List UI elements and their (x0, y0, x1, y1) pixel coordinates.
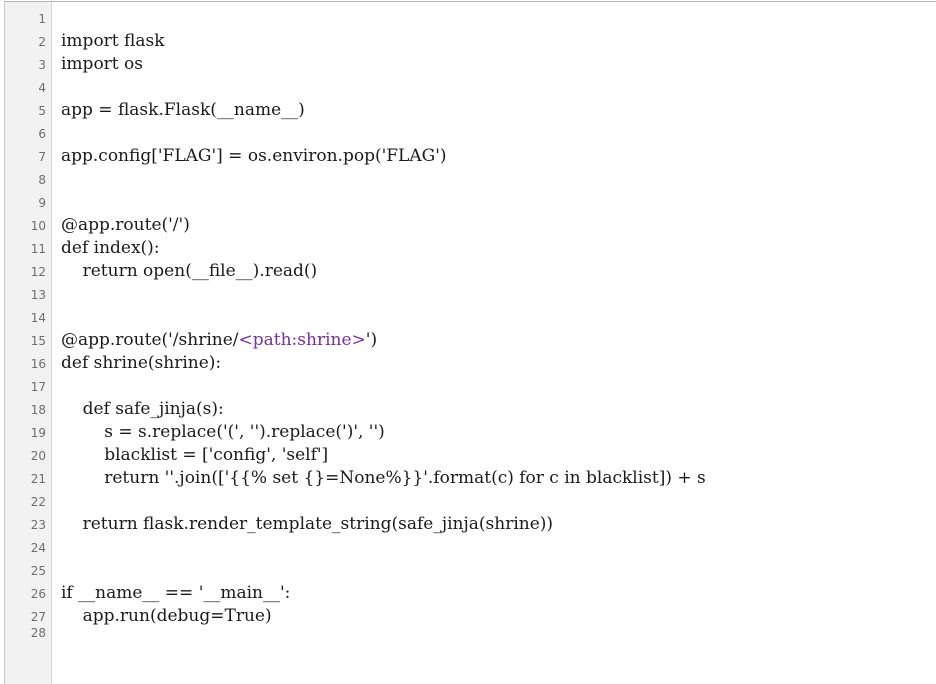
code-segment: s = s.replace('(', '').replace(')', '') (61, 422, 385, 442)
line-number: 18 (30, 403, 46, 417)
code-text: if __name__ == '__main__': (61, 582, 290, 605)
line-number: 16 (30, 357, 46, 371)
line-number: 6 (38, 127, 46, 141)
code-line: 13 (5, 283, 936, 306)
code-segment: @app.route('/shrine/ (61, 330, 239, 350)
code-line: 18 def safe_jinja(s): (5, 398, 936, 421)
code-text: s = s.replace('(', '').replace(')', '') (61, 421, 385, 444)
code-text: app = flask.Flask(__name__) (61, 99, 305, 122)
code-line: 9 (5, 191, 936, 214)
line-number: 1 (38, 12, 46, 26)
code-text: import os (61, 53, 143, 76)
code-segment: app = flask.Flask(__name__) (61, 100, 305, 120)
line-number: 9 (38, 196, 46, 210)
code-line: 11 def index(): (5, 237, 936, 260)
code-line: 7 app.config['FLAG'] = os.environ.pop('FL… (5, 145, 936, 168)
line-number: 28 (30, 626, 46, 640)
line-number: 12 (30, 265, 46, 279)
code-text: app.run(debug=True) (61, 605, 272, 628)
code-line: 6 (5, 122, 936, 145)
code-text: def shrine(shrine): (61, 352, 221, 375)
code-line: 1 (5, 7, 936, 30)
code-line: 19 s = s.replace('(', '').replace(')', '… (5, 421, 936, 444)
code-line: 27 app.run(debug=True) (5, 605, 936, 628)
route-variable-token: <path:shrine> (238, 330, 366, 350)
code-segment: def shrine(shrine): (61, 353, 222, 373)
code-line: 25 (5, 559, 936, 582)
code-line: 4 (5, 76, 936, 99)
code-segment: ') (365, 330, 378, 350)
code-text: def safe_jinja(s): (61, 398, 224, 421)
code-segment: def index(): (61, 238, 160, 258)
line-number: 5 (38, 104, 46, 118)
code-line: 15 @app.route('/shrine/<path:shrine>') (5, 329, 936, 352)
code-segment: def safe_jinja(s): (61, 399, 224, 419)
line-number: 27 (30, 610, 46, 624)
line-number: 3 (38, 58, 46, 72)
code-line: 23 return flask.render_template_string(s… (5, 513, 936, 536)
code-segment: if __name__ == '__main__': (61, 583, 291, 603)
code-segment: import os (61, 54, 143, 74)
line-number: 17 (30, 380, 46, 394)
line-number: 24 (30, 541, 46, 555)
code-line: 12 return open(__file__).read() (5, 260, 936, 283)
code-text: app.config['FLAG'] = os.environ.pop('FLA… (61, 145, 447, 168)
line-number: 25 (30, 564, 46, 578)
code-line: 8 (5, 168, 936, 191)
line-number: 4 (38, 81, 46, 95)
code-segment: return ''.join(['{{% set {}=None%}}'.for… (61, 468, 706, 488)
code-line: 16 def shrine(shrine): (5, 352, 936, 375)
line-number: 13 (30, 288, 46, 302)
code-line: 26 if __name__ == '__main__': (5, 582, 936, 605)
code-text: import flask (61, 30, 165, 53)
code-text: def index(): (61, 237, 160, 260)
code-text: blacklist = ['config', 'self'] (61, 444, 328, 467)
line-number: 14 (30, 311, 46, 325)
code-line: 17 (5, 375, 936, 398)
code-line: 10 @app.route('/') (5, 214, 936, 237)
code-line: 3 import os (5, 53, 936, 76)
code-segment: import flask (61, 31, 165, 51)
code-line: 28 (5, 626, 936, 642)
line-number: 7 (38, 150, 46, 164)
code-text: return flask.render_template_string(safe… (61, 513, 553, 536)
line-number: 23 (30, 518, 46, 532)
line-number: 8 (38, 173, 46, 187)
line-number: 22 (30, 495, 46, 509)
code-segment: blacklist = ['config', 'self'] (61, 445, 329, 465)
code-line: 24 (5, 536, 936, 559)
code-text: @app.route('/') (61, 214, 190, 237)
line-number: 15 (30, 334, 46, 348)
line-number: 11 (30, 242, 46, 256)
code-segment: @app.route('/') (61, 215, 190, 235)
code-segment: app.config['FLAG'] = os.environ.pop('FLA… (61, 146, 447, 166)
code-line: 5 app = flask.Flask(__name__) (5, 99, 936, 122)
code-line: 20 blacklist = ['config', 'self'] (5, 444, 936, 467)
code-text: @app.route('/shrine/<path:shrine>') (61, 329, 377, 352)
line-number: 10 (30, 219, 46, 233)
line-number: 21 (30, 472, 46, 486)
code-segment: return open(__file__).read() (61, 261, 318, 281)
line-number: 2 (38, 35, 46, 49)
line-number: 20 (30, 449, 46, 463)
code-text: return open(__file__).read() (61, 260, 318, 283)
code-line: 21 return ''.join(['{{% set {}=None%}}'.… (5, 467, 936, 490)
line-number: 19 (30, 426, 46, 440)
line-number: 26 (30, 587, 46, 601)
code-text: return ''.join(['{{% set {}=None%}}'.for… (61, 467, 706, 490)
code-line: 22 (5, 490, 936, 513)
line-number-gutter (5, 2, 52, 684)
code-line: 14 (5, 306, 936, 329)
code-segment: app.run(debug=True) (61, 606, 272, 626)
code-line: 2 import flask (5, 30, 936, 53)
code-segment: return flask.render_template_string(safe… (61, 514, 554, 534)
